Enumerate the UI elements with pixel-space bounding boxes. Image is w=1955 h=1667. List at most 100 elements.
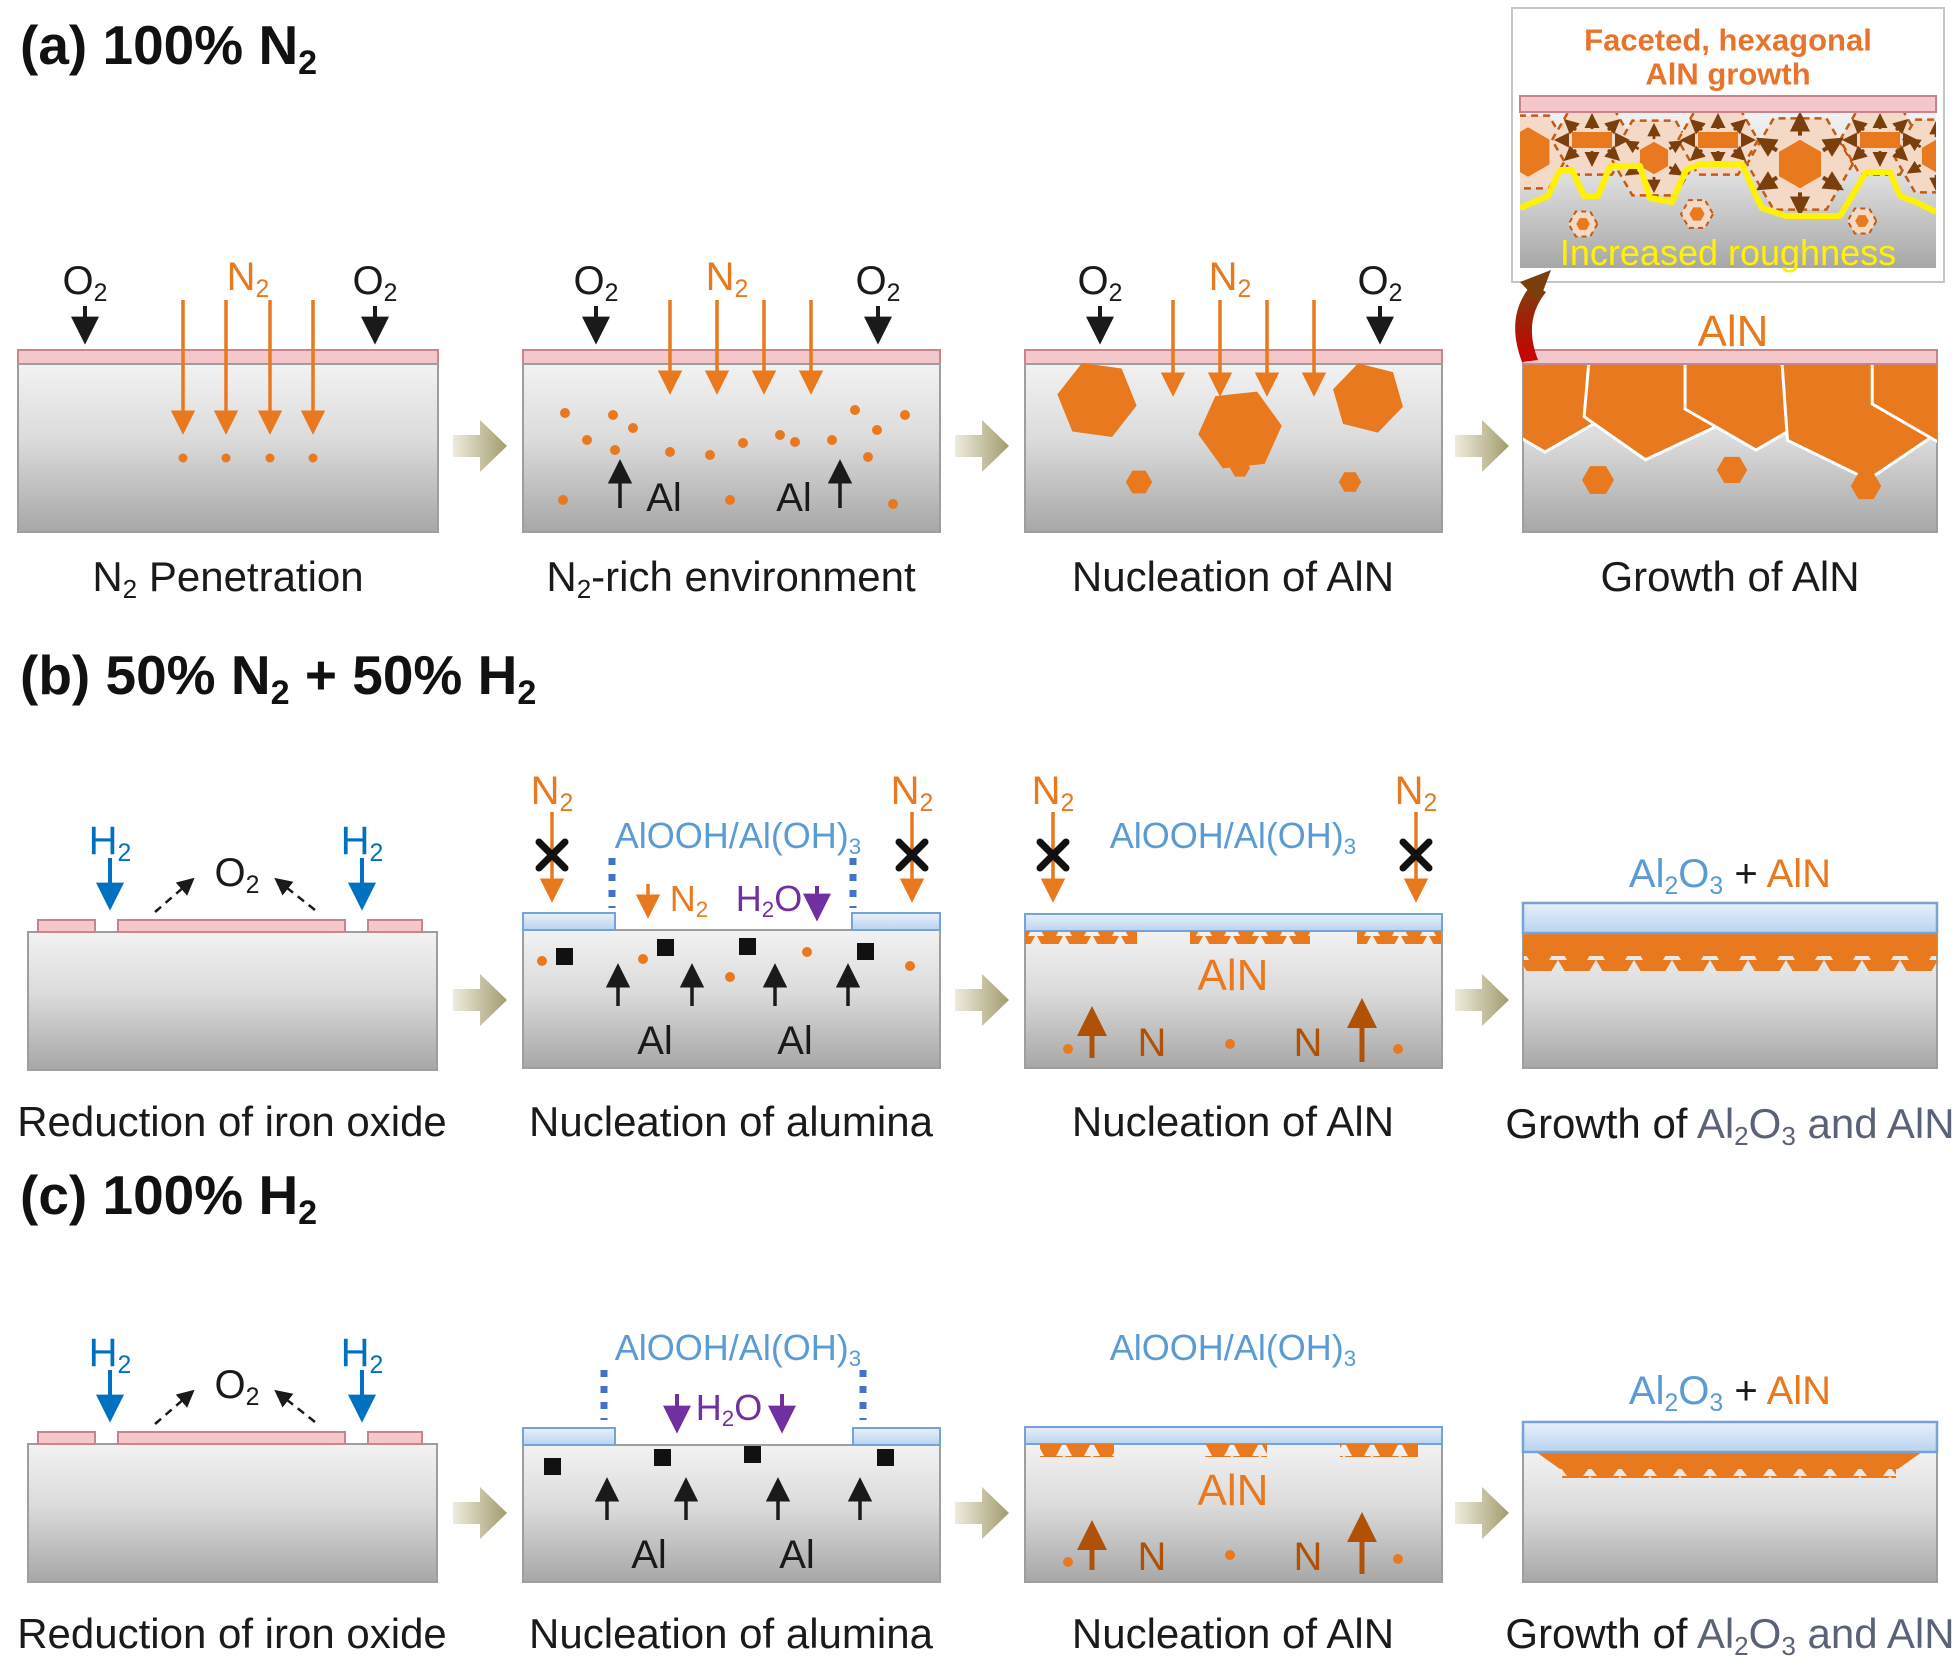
aln-label: AlN <box>1197 1466 1269 1515</box>
gas-label-n2-inner: N2 <box>669 878 709 923</box>
steel-substrate <box>27 931 438 1071</box>
steel-substrate <box>522 929 941 1069</box>
step-arrow <box>1455 420 1509 472</box>
nitrogen-dots <box>1063 1550 1403 1567</box>
gas-label-o2: O2 <box>1357 259 1403 307</box>
nitrogen-dots <box>1063 1039 1403 1054</box>
step-arrow <box>453 420 507 472</box>
o2-arrows <box>71 306 389 345</box>
h2o-label: H2O <box>735 878 803 923</box>
gas-label-h2: H2 <box>340 1331 384 1379</box>
o2-arrows <box>1086 306 1394 345</box>
al-label: Al <box>631 1533 667 1577</box>
gas-label-o2: O2 <box>1077 259 1123 307</box>
step-arrow <box>453 1487 507 1539</box>
alumina-layer <box>1024 1426 1443 1445</box>
panel-b4-drawing <box>1521 901 1939 1069</box>
h2o-arrows <box>663 1394 796 1434</box>
inset-roughness-label: Increased roughness <box>1559 232 1897 273</box>
caption-c3: Nucleation of AlN <box>1071 1610 1395 1657</box>
gas-label-n2: N2 <box>530 769 574 817</box>
hex-core <box>1557 116 1627 164</box>
alumina-layer <box>1024 913 1443 932</box>
nitrogen-dots <box>558 405 910 509</box>
caption-c2: Nucleation of alumina <box>529 1610 933 1657</box>
gas-label-n2: N2 <box>705 255 749 303</box>
step-arrow <box>955 1487 1009 1539</box>
gas-label-o2: O2 <box>573 259 619 307</box>
gas-label-n2: N2 <box>1208 255 1252 303</box>
panel-a4-drawing <box>1522 349 1938 533</box>
panel-a2-drawing <box>522 300 941 533</box>
iron-oxide-layer <box>17 349 439 365</box>
step-arrow <box>955 420 1009 472</box>
gas-label-n2: N2 <box>890 769 934 817</box>
step-arrow <box>453 974 507 1026</box>
alooh-label: AlOOH/Al(OH)3 <box>614 1327 862 1372</box>
steel-substrate <box>27 1443 438 1583</box>
al2o3-plus-aln-label: Al2O3 + AlN <box>1628 1369 1832 1417</box>
al-diffusion-arrows <box>605 963 861 1006</box>
alooh-label: AlOOH/Al(OH)3 <box>1109 815 1357 860</box>
gas-label-o2: O2 <box>214 1363 260 1411</box>
section-title-b: (b) 50% N2 + 50% H2 <box>20 644 537 712</box>
aln-teeth-nuclei <box>1025 931 1441 944</box>
caption-c1: Reduction of iron oxide <box>17 1610 447 1657</box>
inset-title-line1: Faceted, hexagonal <box>1584 22 1872 58</box>
hex-core <box>1845 116 1915 164</box>
aln-label: AlN <box>1197 951 1269 1000</box>
panel-a3-drawing <box>1024 300 1443 533</box>
gas-label-o2: O2 <box>855 259 901 307</box>
alumina-nuclei-squares <box>544 1446 894 1475</box>
iron-oxide-layer <box>522 349 941 365</box>
caption-b1: Reduction of iron oxide <box>17 1098 447 1145</box>
nitrogen-dots <box>178 453 318 463</box>
h2-arrows <box>96 858 376 911</box>
alumina-layer <box>1521 901 1939 935</box>
hex-core <box>1683 116 1753 164</box>
n-diffusion-arrows <box>1077 998 1377 1062</box>
aln-layer <box>1523 933 1937 971</box>
iron-oxide-segments <box>37 1431 423 1445</box>
caption-c4: Growth of Al2O3 and AlN <box>1505 1610 1955 1662</box>
gas-label-o2: O2 <box>214 851 260 899</box>
inset-title-line2: AlN growth <box>1645 56 1811 92</box>
step-arrow <box>955 974 1009 1026</box>
gas-label-n2: N2 <box>226 255 270 303</box>
gas-label-n2: N2 <box>1031 769 1075 817</box>
al-label: Al <box>777 1019 813 1063</box>
al-diffusion-arrows <box>607 459 853 508</box>
al-label: Al <box>646 476 682 520</box>
alooh-label: AlOOH/Al(OH)3 <box>614 815 862 860</box>
o2-arrows <box>582 306 892 345</box>
caption-a3: Nucleation of AlN <box>1071 553 1395 600</box>
caption-b2: Nucleation of alumina <box>529 1098 933 1145</box>
panel-c2-drawing <box>522 1370 941 1583</box>
section-title-c: (c) 100% H2 <box>20 1164 318 1232</box>
inset-faceted-growth <box>1511 7 1945 283</box>
h2-arrows <box>96 1370 376 1423</box>
aln-layer <box>1536 1452 1922 1478</box>
step-arrow <box>1455 1487 1509 1539</box>
alumina-patches <box>522 1427 941 1446</box>
caption-a4: Growth of AlN <box>1600 553 1860 600</box>
h2o-label: H2O <box>695 1387 763 1432</box>
blocked-x-marks <box>535 838 929 872</box>
panel-c3-drawing <box>1024 1426 1443 1583</box>
roughness-outline <box>1520 161 1936 219</box>
step-arrow <box>1455 974 1509 1026</box>
n2-penetration-arrows <box>170 300 326 435</box>
n-label: N <box>1293 1535 1323 1579</box>
panel-c4-drawing <box>1521 1420 1939 1583</box>
iron-oxide-layer <box>1519 95 1937 113</box>
steel-substrate <box>522 363 941 533</box>
al2o3-plus-aln-label: Al2O3 + AlN <box>1628 852 1832 900</box>
section-title-a: (a) 100% N2 <box>20 14 318 82</box>
alooh-label: AlOOH/Al(OH)3 <box>1109 1327 1357 1372</box>
n-label: N <box>1137 1021 1167 1065</box>
gas-label-h2: H2 <box>88 1331 132 1379</box>
n-label: N <box>1293 1021 1323 1065</box>
n2-penetration-arrows <box>657 300 824 395</box>
